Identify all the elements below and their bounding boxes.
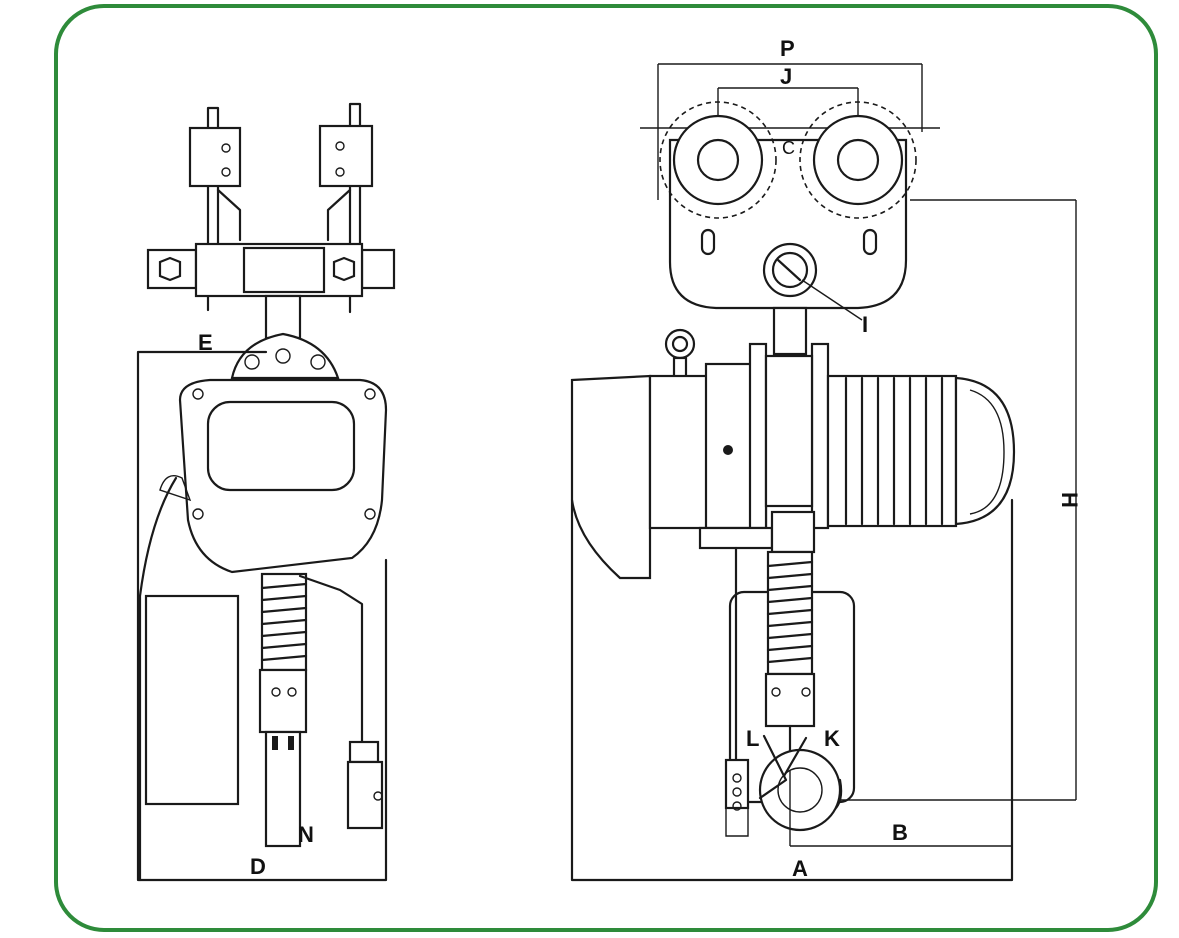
side-view (136, 102, 396, 882)
label-D: D (250, 854, 266, 879)
front-view (570, 63, 1077, 882)
label-C: C (782, 138, 795, 158)
label-I: I (862, 312, 868, 337)
label-N: N (298, 822, 314, 847)
frame-border (54, 4, 1158, 932)
label-E: E (198, 330, 213, 355)
label-K: K (824, 726, 840, 751)
label-B: B (892, 820, 908, 845)
label-A: A (792, 856, 808, 881)
label-L: L (746, 726, 759, 751)
label-P: P (780, 36, 795, 61)
label-H: H (1057, 492, 1082, 508)
label-J: J (780, 64, 792, 89)
